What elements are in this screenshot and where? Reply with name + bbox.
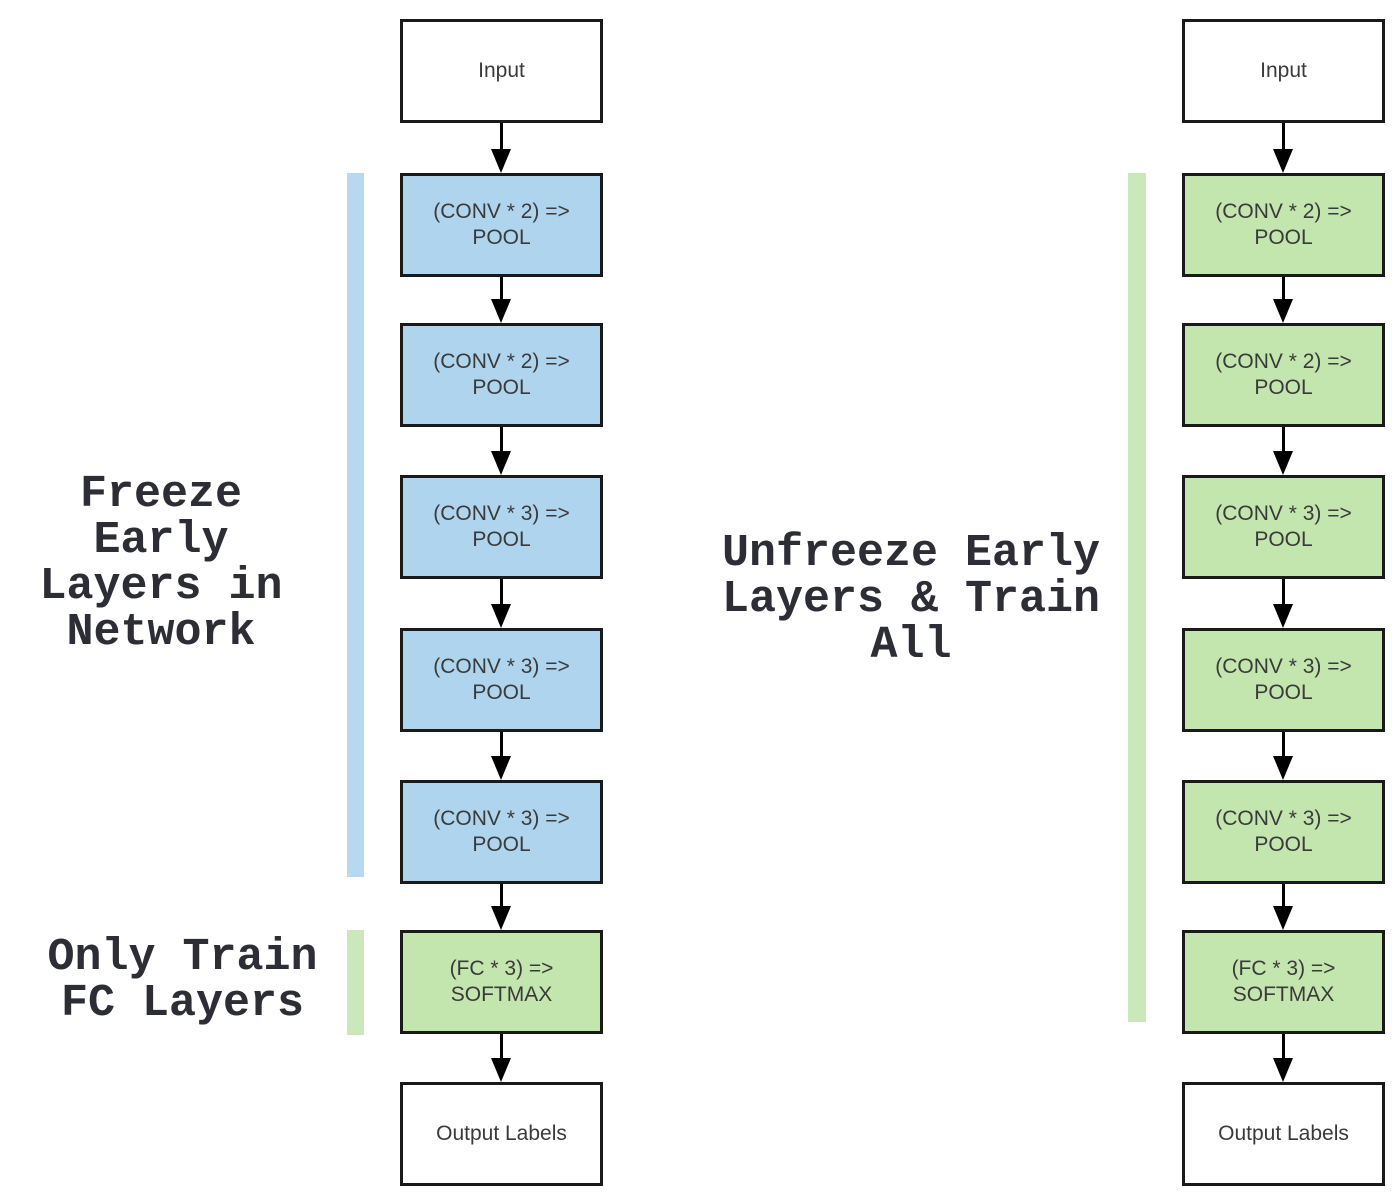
node-conv-pool-4-right: (CONV * 3) => POOL xyxy=(1182,628,1385,732)
node-conv-pool-4-left: (CONV * 3) => POOL xyxy=(400,628,603,732)
arrow-connector-icon xyxy=(491,732,511,780)
annotation-unfreeze-train-all: Unfreeze Early Layers & Train All xyxy=(721,528,1101,671)
node-conv-pool-1-left: (CONV * 2) => POOL xyxy=(400,173,603,277)
node-conv-pool-2-right: (CONV * 2) => POOL xyxy=(1182,323,1385,427)
annotation-freeze-early-layers: Freeze Early Layers in Network xyxy=(39,469,283,658)
trainable-all-strip xyxy=(1128,173,1146,1022)
arrow-connector-icon xyxy=(1273,427,1293,475)
arrow-connector-icon xyxy=(1273,884,1293,930)
node-conv-pool-5-left: (CONV * 3) => POOL xyxy=(400,780,603,884)
arrow-connector-icon xyxy=(1273,123,1293,173)
node-fc-softmax-left: (FC * 3) => SOFTMAX xyxy=(400,930,603,1034)
arrow-connector-icon xyxy=(491,123,511,173)
annotation-only-train-fc: Only Train FC Layers xyxy=(47,932,318,1029)
node-conv-pool-3-right: (CONV * 3) => POOL xyxy=(1182,475,1385,579)
trainable-fc-strip xyxy=(347,930,364,1035)
node-conv-pool-1-right: (CONV * 2) => POOL xyxy=(1182,173,1385,277)
arrow-connector-icon xyxy=(491,427,511,475)
arrow-connector-icon xyxy=(1273,579,1293,628)
node-conv-pool-2-left: (CONV * 2) => POOL xyxy=(400,323,603,427)
arrow-connector-icon xyxy=(491,579,511,628)
arrow-connector-icon xyxy=(1273,1034,1293,1082)
node-input-right: Input xyxy=(1182,19,1385,123)
node-conv-pool-3-left: (CONV * 3) => POOL xyxy=(400,475,603,579)
arrow-connector-icon xyxy=(1273,732,1293,780)
arrow-connector-icon xyxy=(491,277,511,323)
node-input-left: Input xyxy=(400,19,603,123)
frozen-layers-strip xyxy=(347,173,364,877)
arrow-connector-icon xyxy=(1273,277,1293,323)
node-output-labels-right: Output Labels xyxy=(1182,1082,1385,1186)
arrow-connector-icon xyxy=(491,1034,511,1082)
node-fc-softmax-right: (FC * 3) => SOFTMAX xyxy=(1182,930,1385,1034)
node-conv-pool-5-right: (CONV * 3) => POOL xyxy=(1182,780,1385,884)
arrow-connector-icon xyxy=(491,884,511,930)
node-output-labels-left: Output Labels xyxy=(400,1082,603,1186)
